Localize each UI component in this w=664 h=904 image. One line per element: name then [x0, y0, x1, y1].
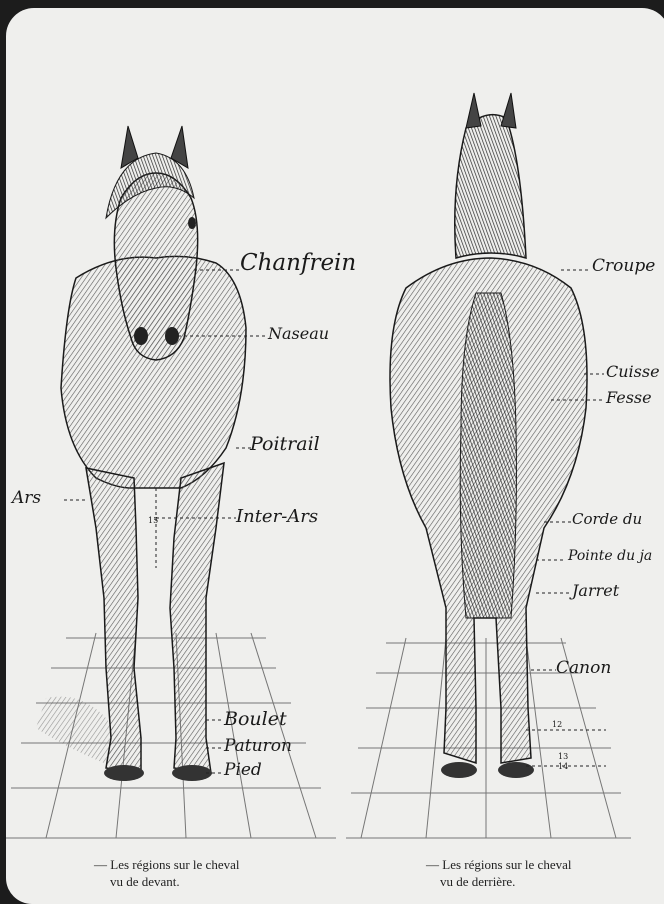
horse-front-view: [6, 126, 336, 838]
label-paturon: Paturon: [224, 736, 292, 756]
horse-back-view: [346, 93, 631, 838]
label-canon: Canon: [556, 658, 611, 678]
label-pointe: Pointe du ja: [568, 548, 652, 564]
label-pied: Pied: [224, 760, 262, 780]
marker-12: 12: [552, 720, 562, 729]
caption-front-line1: — Les régions sur le cheval: [94, 856, 239, 873]
label-boulet: Boulet: [224, 708, 287, 730]
label-croupe: Croupe: [592, 256, 655, 276]
label-fesse: Fesse: [606, 388, 652, 407]
label-cuisse: Cuisse: [606, 362, 660, 381]
label-poitrail: Poitrail: [250, 433, 320, 455]
caption-front-line2: vu de devant.: [94, 873, 239, 890]
label-corde: Corde du: [572, 510, 642, 528]
label-inter-ars: Inter-Ars: [236, 506, 318, 527]
label-naseau: Naseau: [268, 324, 329, 343]
marker-15: 15: [148, 516, 158, 525]
caption-back-line1: — Les régions sur le cheval: [426, 856, 571, 873]
caption-back: — Les régions sur le cheval vu de derriè…: [426, 856, 571, 890]
lantern-slide: 15 Chanfrein Naseau Poitrail Ars Inter-A…: [6, 8, 664, 904]
caption-back-line2: vu de derrière.: [426, 873, 571, 890]
caption-front: — Les régions sur le cheval vu de devant…: [94, 856, 239, 890]
marker-13: 13: [558, 752, 568, 761]
label-ars: Ars: [12, 488, 41, 508]
marker-14: 14: [558, 762, 568, 771]
label-jarret: Jarret: [572, 581, 619, 600]
label-chanfrein: Chanfrein: [240, 250, 356, 276]
